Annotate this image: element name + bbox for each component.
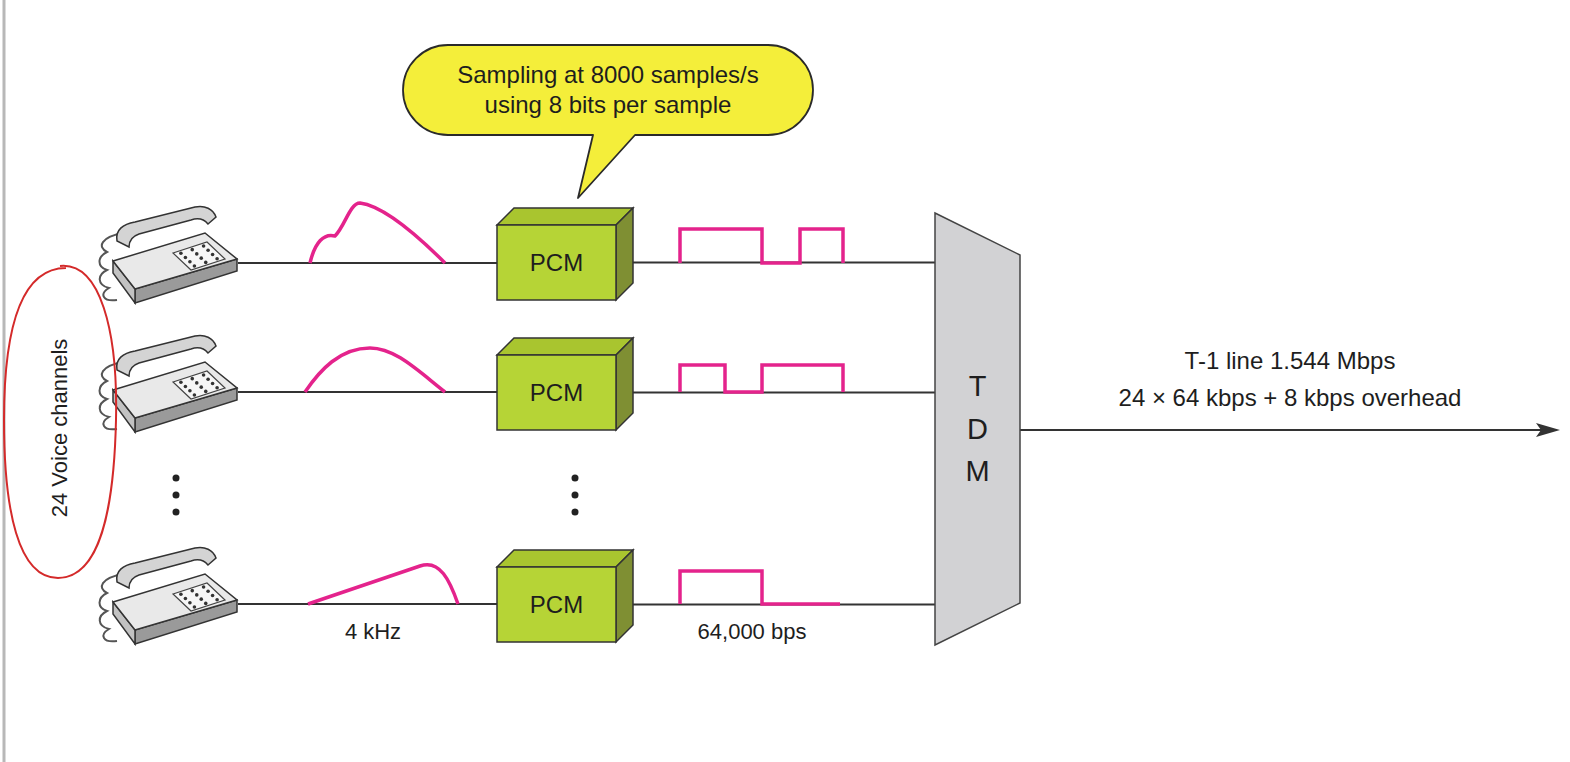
phone-key [184,597,188,601]
ellipsis-dot [173,492,180,499]
multiplexer-label: T D M [963,365,992,494]
phone-keypad [173,371,225,399]
phone-key [215,257,219,261]
phone-key [199,597,203,601]
box-top-face [497,208,633,225]
phone-keypad [173,242,225,270]
pcm-encoder-box: PCM [497,550,633,642]
pcm-encoder-box: PCM [497,338,633,430]
digital-waveform [680,365,843,392]
box-top-face [497,550,633,567]
callout-bubble: Sampling at 8000 samples/s using 8 bits … [403,45,813,135]
phone-key [179,592,183,596]
line-label: T-1 line 1.544 Mbps [1185,347,1396,375]
output-arrowhead [1536,423,1560,437]
phone-key [195,381,199,385]
phone-key [184,256,188,260]
analog-waveform [305,348,445,392]
phone-key [188,389,192,393]
phone-key [204,602,208,606]
phone-key [199,256,203,260]
phone-key [215,386,219,390]
box-label: PCM [530,590,583,620]
phone-key [195,593,199,597]
box-front-face [497,567,616,642]
phone-wire [238,391,497,393]
phone-key [202,585,206,589]
box-front-face [497,225,616,300]
box-side-face [616,550,633,642]
phone-key [215,598,219,602]
box-label: PCM [530,378,583,408]
trapezoid-outline [935,213,1020,645]
phone-key [206,377,210,381]
phone-key [184,385,188,389]
phone-key [199,385,203,389]
phone-key [190,248,194,252]
phone-base-top [113,362,237,418]
output-line [1020,429,1546,431]
phone-key [179,380,183,384]
ellipsis-dot [173,475,180,482]
bitrate-label: 64,000 bps [698,619,807,645]
phone-key [204,261,208,265]
phone-base-top [113,233,237,289]
pcm-encoder-box: PCM [497,208,633,300]
node-shape [403,45,813,135]
phone-handset [117,547,216,588]
telephone-icon [100,206,238,303]
callout-outline [403,45,813,198]
phone-key [202,244,206,248]
phone-handset [117,335,216,376]
digital-waveform [680,229,843,263]
ellipsis-dot [173,509,180,516]
phone-key [193,264,197,268]
phone-key [179,251,183,255]
phone-key [211,253,215,257]
phone-key [190,589,194,593]
phone-key [206,248,210,252]
rate-formula: 24 × 64 kbps + 8 kbps overhead [1119,384,1462,412]
phone-key [188,260,192,264]
box-label: PCM [530,248,583,278]
box-side-face [616,338,633,430]
phone-key [204,390,208,394]
phone-wire [238,262,497,264]
phone-key [188,601,192,605]
phone-key [193,393,197,397]
bandwidth-label: 4 kHz [345,619,401,645]
callout-text: Sampling at 8000 samples/s using 8 bits … [448,60,768,120]
analog-waveform [308,565,458,604]
phone-keypad [173,583,225,611]
phone-key [195,252,199,256]
annotation-ellipse [4,266,116,578]
telephone-icon [100,547,238,644]
analog-waveform [310,203,445,263]
tdm-multiplexer: T D M [935,213,1020,645]
group-label: 24 Voice channels [47,339,73,518]
phone-key [202,373,206,377]
box-side-face [616,208,633,300]
phone-base-top [113,574,237,630]
phone-key [211,594,215,598]
ellipsis-dot [572,475,579,482]
telephone-icon [100,335,238,432]
phone-key [211,382,215,386]
phone-handset [117,206,216,247]
digital-waveform [680,571,840,604]
ellipsis-dot [572,509,579,516]
box-front-face [497,355,616,430]
ellipsis-dot [572,492,579,499]
box-top-face [497,338,633,355]
phone-key [190,377,194,381]
phone-key [206,589,210,593]
phone-key [193,605,197,609]
